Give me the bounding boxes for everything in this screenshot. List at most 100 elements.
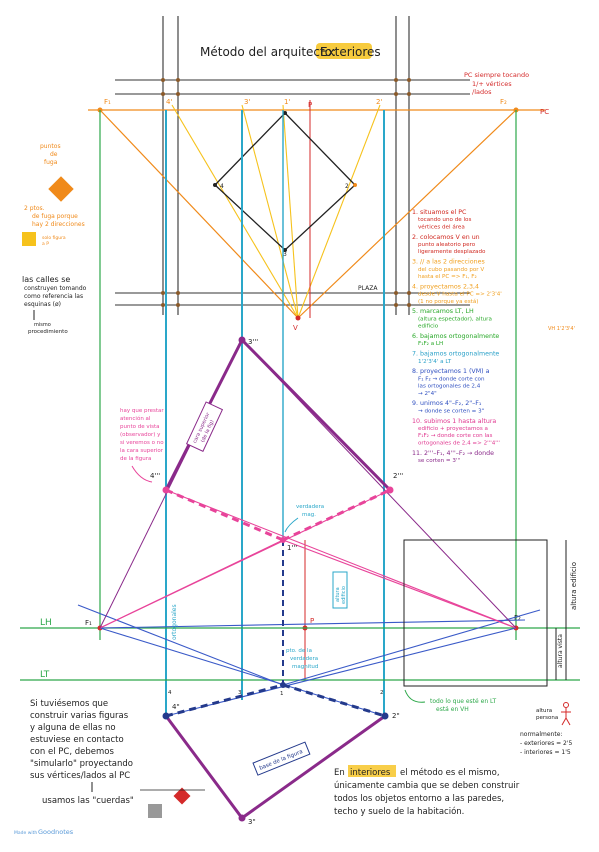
v-note: VH 1'2'3'4' (548, 326, 575, 332)
dos-ptos-1: 2 ptos. (24, 205, 45, 212)
si-tuv-1: Si tuviésemos que (30, 698, 108, 709)
cyan-verticals (165, 110, 385, 715)
atencion-4: (observador) y (120, 432, 161, 438)
mismo-2: procedimiento (28, 329, 68, 335)
si-tuv-3: y alguna de ellas no (30, 723, 116, 733)
v-point (295, 315, 301, 321)
normal-2: - exteriores = 2'5 (520, 740, 573, 747)
calles-2: construyen tomando (24, 285, 87, 292)
step-2-line-1: 2. colocamos V en un (412, 234, 480, 241)
interiores-prefix: En (334, 768, 345, 778)
col3-label: 3' (244, 98, 250, 106)
pc-note-2: 1/+ vértices (472, 80, 512, 88)
interiores-line3: todos los objetos entorno a las paredes, (334, 794, 504, 804)
si-tuv-7: sus vértices/lados al PC (30, 770, 130, 781)
step-3-line-1: 3. // a las 2 direcciones (412, 259, 485, 266)
persona-1: altura (536, 708, 552, 714)
col1-label: 1' (284, 98, 290, 106)
pc-note-1: PC siempre tocando (464, 71, 529, 79)
goodnotes-prefix: Made with (14, 830, 37, 836)
cara-superior-box: cara superior (de la fig) (185, 401, 224, 452)
frame-lines (115, 16, 470, 315)
base-figura-box: base de la figura (252, 741, 311, 776)
col2-label: 2' (376, 98, 382, 106)
pto-vm-1: pto. de la (286, 648, 312, 654)
step-6-line-2: F₁F₂ a LH (418, 341, 443, 347)
rotated-square-icon (48, 176, 74, 202)
person-icon (561, 702, 571, 726)
building-outline (403, 539, 548, 687)
label-2-base: 2" (392, 712, 400, 720)
interiores-line4: techo y suelo de la habitación. (334, 806, 464, 817)
top-dashed-left (165, 488, 284, 542)
projection-rays (171, 104, 381, 319)
altura-vert-1: altura (335, 587, 341, 602)
atencion-arrow (131, 465, 153, 483)
step-8-line-2: F₁ F₂ → donde corte con (418, 376, 485, 382)
fuga-3: fuga (44, 159, 58, 166)
vertex-4: 4 (220, 183, 224, 190)
step-3-line-2: del cubo pasando por V (418, 267, 484, 273)
vanishing-lines (99, 109, 517, 319)
step-6-line-1: 6. bajamos ortogonalmente (412, 333, 499, 340)
step-9-line-2: → donde se corten = 3" (418, 408, 485, 414)
atencion-1: hay que prestar (120, 408, 164, 414)
fuga-2: de (50, 151, 58, 158)
label-3-top: 3''' (248, 338, 258, 346)
altura-vertical-box: altura edificio (332, 571, 348, 609)
title-highlight-text: Exteriores (320, 45, 381, 59)
pto-vm-3: magnitud (292, 664, 318, 670)
step-1-line-1: 1. situamos el PC (412, 209, 467, 216)
step-5-line-1: 5. marcamos LT, LH (412, 308, 474, 315)
step-10-line-2: edificio + proyectamos a (418, 426, 488, 432)
step-7-line-2: 1'2'3'4' a LT (418, 359, 452, 365)
p-label-lower: P (310, 617, 314, 625)
vertex-2: 2 (345, 183, 349, 190)
title-prefix: Método del arquitecto: (200, 45, 336, 59)
step-4-line-2: desde V hasta el PC => 2'3'4' (418, 292, 502, 298)
solo-1: solo figura (42, 235, 66, 241)
pc-label: PC (540, 108, 549, 116)
vm-note-2: mag. (302, 512, 316, 518)
lt-arrow (404, 689, 426, 703)
fuga-1: puntos (40, 143, 61, 150)
f1-lh-label: F₁ (85, 619, 92, 627)
step-4-line-3: (1 no porque ya está) (418, 298, 478, 305)
step-10-line-1: 10. subimos 1 hasta altura (412, 418, 496, 425)
interiores-line2: únicamente cambia que se deben construir (334, 781, 520, 791)
title-highlight (316, 43, 372, 59)
base-dashed-left (165, 683, 284, 718)
step-1-line-2: tocando uno de los (418, 217, 471, 223)
step-8-line-1: 8. proyectamos 1 (VM) a (412, 368, 490, 375)
step-9-line-1: 9. unimos 4"–F₂, 2"–F₁ (412, 400, 482, 407)
usamos-label: usamos las "cuerdas" (42, 796, 134, 806)
step-2-line-3: ligeramente desplazado (418, 249, 486, 255)
lh-label: LH (40, 618, 52, 628)
f2-top-label: F₂ (500, 98, 507, 106)
step-10-line-3: F₁F₂ → donde corte con las (418, 433, 492, 439)
lt-1: 1 (280, 691, 284, 697)
frame-dots (161, 78, 411, 307)
lt-2: 2 (380, 690, 384, 696)
step-8-line-3: las ortogonales de 2,4 (418, 384, 481, 390)
atencion-5: si veremos o no (120, 440, 164, 446)
persona-2: persona (536, 715, 558, 721)
plaza-label: PLAZA (358, 285, 378, 292)
atencion-3: punto de vista (120, 424, 160, 430)
step-5-line-3: edificio (418, 324, 439, 330)
si-tuv-2: construir varias figuras (30, 711, 129, 721)
step-8-line-4: → 2"4" (418, 391, 437, 397)
col4-label: 4' (166, 98, 172, 106)
vertex-3: 3 (283, 251, 287, 258)
si-tuv-5: con el PC, debemos (30, 747, 114, 757)
yellow-square-icon (22, 232, 36, 246)
dos-ptos-3: hay 2 direcciones (32, 221, 85, 228)
p-label-top: P (308, 101, 312, 109)
solo-2: a P (42, 241, 49, 247)
f1-top-label: F₁ (104, 98, 111, 106)
label-1-top: 1''' (287, 544, 297, 552)
top-projections (99, 489, 517, 629)
todo-1: todo lo que esté en LT (430, 698, 497, 705)
step-1-line-3: vértices del área (418, 223, 465, 230)
